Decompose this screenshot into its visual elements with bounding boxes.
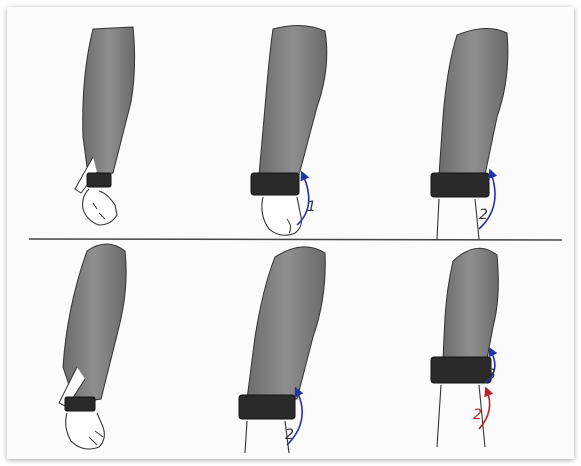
- sleeve-top-left: [83, 27, 135, 175]
- hand-top-middle: [262, 197, 302, 235]
- arm-bottom-right: 3 2: [431, 248, 498, 447]
- forearm-top-right: [437, 199, 479, 239]
- cuff-bottom-right: [431, 357, 491, 383]
- cuff-top-middle: [251, 173, 299, 195]
- hand-bottom-left: [66, 413, 105, 449]
- cuff-bottom-middle: [239, 395, 295, 419]
- arm-top-middle: 1: [251, 25, 327, 235]
- hand-top-left: [83, 189, 117, 225]
- sleeve-top-middle: [259, 25, 327, 175]
- step-label-bottom-right-upper: 3: [487, 367, 496, 383]
- forearm-bottom-middle: [245, 421, 289, 453]
- arm-top-right: 2: [431, 28, 508, 239]
- sleeve-bottom-right: [443, 248, 498, 359]
- sleeve-bottom-middle: [247, 247, 325, 399]
- cuff-bottom-left: [65, 397, 95, 411]
- arm-bottom-middle: 2: [239, 247, 325, 453]
- sleeve-top-right: [439, 28, 508, 175]
- step-label-bottom-right-lower: 2: [473, 407, 482, 423]
- step-label-bottom-middle: 2: [285, 427, 294, 443]
- step-label-top-right: 2: [479, 207, 488, 223]
- cuff-top-right: [431, 173, 489, 197]
- panel-divider: [29, 239, 562, 240]
- step-label-top-middle: 1: [307, 199, 316, 215]
- arm-top-left: [75, 27, 135, 225]
- sleeve-rolling-illustration: 1 2 2 3 2: [7, 7, 574, 459]
- arm-bottom-left: [59, 244, 126, 449]
- cuff-top-left: [87, 173, 111, 187]
- illustration-frame: 1 2 2 3 2: [7, 7, 574, 459]
